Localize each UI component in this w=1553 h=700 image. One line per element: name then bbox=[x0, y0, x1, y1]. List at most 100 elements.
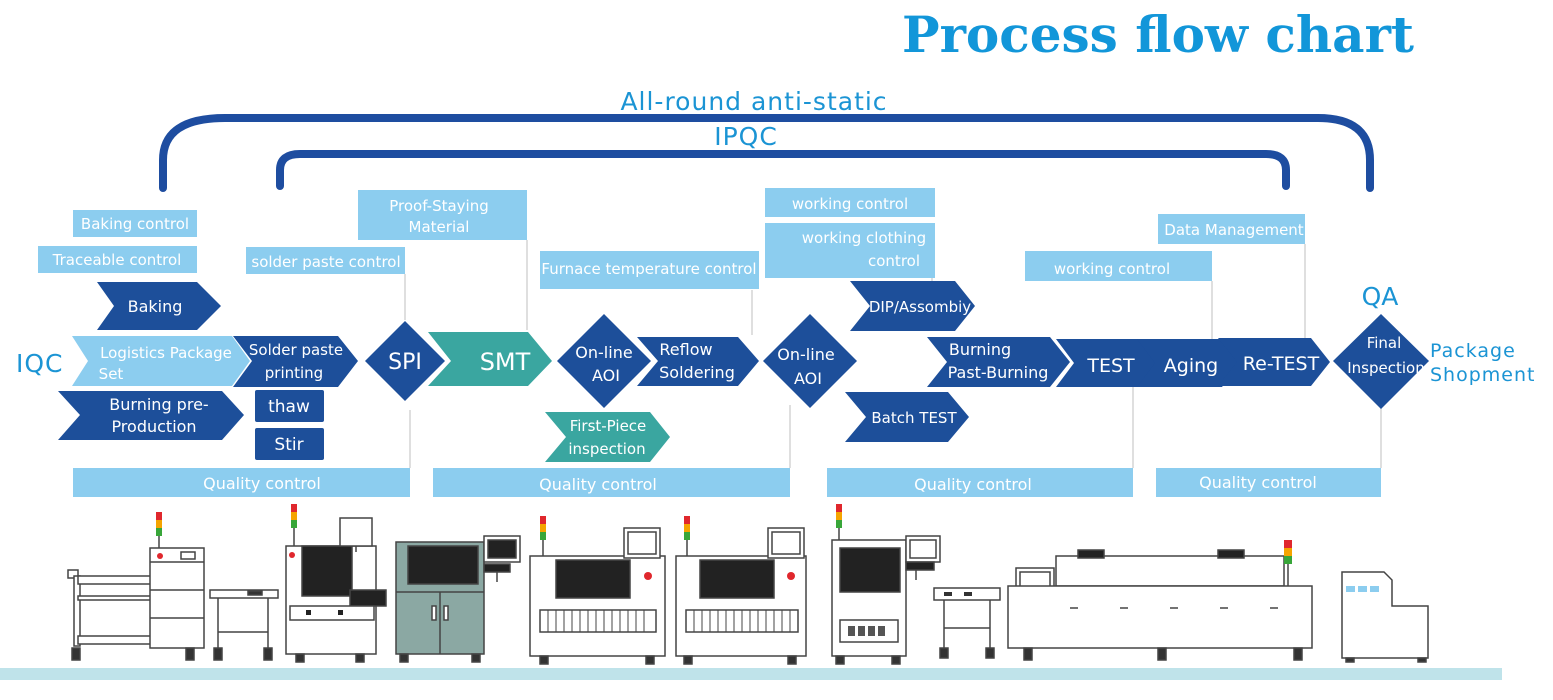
svg-text:AOI: AOI bbox=[794, 369, 822, 388]
iqc-label: IQC bbox=[16, 349, 64, 378]
svg-text:Soldering: Soldering bbox=[659, 363, 735, 382]
floor-line bbox=[0, 668, 1502, 680]
unloader-machine-icon bbox=[1341, 571, 1429, 663]
svg-text:Furnace temperature control: Furnace temperature control bbox=[541, 260, 756, 278]
working-control-box-2: working control bbox=[1025, 251, 1212, 281]
step-stir: Stir bbox=[255, 428, 324, 460]
placement-machine-1-icon bbox=[529, 516, 666, 665]
svg-text:First-Piece: First-Piece bbox=[570, 417, 647, 435]
svg-text:DIP/Assombiy: DIP/Assombiy bbox=[869, 298, 971, 316]
svg-text:Baking: Baking bbox=[128, 297, 183, 316]
svg-text:Quality control: Quality control bbox=[203, 474, 321, 493]
svg-text:Quality control: Quality control bbox=[1199, 473, 1317, 492]
traceable-control-box: Traceable control bbox=[38, 246, 197, 273]
svg-text:printing: printing bbox=[265, 364, 323, 382]
svg-text:TEST: TEST bbox=[1086, 355, 1135, 377]
ipqc-label: IPQC bbox=[714, 122, 778, 151]
conveyor-icon bbox=[933, 587, 1001, 659]
svg-text:Logistics Package: Logistics Package bbox=[100, 344, 232, 362]
step-burning-past-burning: Burning Past-Burning bbox=[927, 337, 1070, 387]
step-retest: Re-TEST bbox=[1218, 338, 1330, 386]
svg-text:solder paste control: solder paste control bbox=[251, 253, 400, 271]
svg-text:SPI: SPI bbox=[388, 350, 422, 375]
ipqc-bracket: IPQC bbox=[276, 122, 1290, 190]
shopment-label: Shopment bbox=[1430, 364, 1535, 386]
working-clothing-control-box: working clothing control bbox=[765, 223, 935, 278]
step-reflow-soldering: Reflow Soldering bbox=[637, 337, 759, 386]
step-test: TEST bbox=[1056, 339, 1159, 387]
control-labels: Baking control Traceable control Proof-S… bbox=[38, 188, 1305, 289]
quality-control-bar-3: Quality control bbox=[827, 468, 1133, 497]
svg-text:Burning: Burning bbox=[949, 340, 1011, 359]
spi-machine-icon bbox=[395, 535, 521, 663]
svg-text:Quality control: Quality control bbox=[914, 475, 1032, 494]
svg-text:Batch TEST: Batch TEST bbox=[871, 409, 957, 427]
furnace-control-box: Furnace temperature control bbox=[540, 251, 759, 289]
svg-text:control: control bbox=[868, 252, 920, 270]
svg-text:SMT: SMT bbox=[480, 348, 531, 376]
step-baking: Baking bbox=[97, 282, 221, 330]
svg-text:Inspection: Inspection bbox=[1347, 359, 1424, 377]
svg-text:Solder paste: Solder paste bbox=[249, 341, 343, 359]
step-spi: SPI bbox=[365, 321, 445, 401]
aoi-machine-icon bbox=[831, 504, 941, 665]
page-title: Process flow chart bbox=[902, 5, 1414, 64]
svg-text:working control: working control bbox=[792, 195, 908, 213]
qa-label: QA bbox=[1362, 282, 1399, 311]
svg-text:working control: working control bbox=[1054, 260, 1170, 278]
step-solder-paste-printing: Solder paste printing bbox=[233, 336, 358, 387]
step-final-inspection: Final Inspection bbox=[1333, 314, 1429, 409]
svg-text:AOI: AOI bbox=[592, 366, 620, 385]
svg-text:Set: Set bbox=[99, 365, 124, 383]
anti-static-label: All-round anti-static bbox=[620, 87, 887, 116]
step-batch-test: Batch TEST bbox=[845, 392, 969, 442]
svg-text:Burning pre-: Burning pre- bbox=[109, 395, 208, 414]
process-steps: Baking Logistics Package Set Burning pre… bbox=[58, 281, 1429, 462]
svg-text:working clothing: working clothing bbox=[802, 229, 926, 247]
svg-text:Past-Burning: Past-Burning bbox=[948, 363, 1049, 382]
svg-text:Traceable control: Traceable control bbox=[52, 251, 182, 269]
step-smt: SMT bbox=[428, 332, 552, 386]
svg-text:Data Management: Data Management bbox=[1164, 221, 1304, 239]
svg-text:On-line: On-line bbox=[575, 343, 632, 362]
solder-paste-control-box: solder paste control bbox=[246, 247, 405, 274]
step-logistics-package-set: Logistics Package Set bbox=[72, 336, 250, 386]
package-label: Package bbox=[1430, 340, 1516, 362]
working-control-box-1: working control bbox=[765, 188, 935, 217]
connector-lines bbox=[404, 240, 1382, 468]
step-aging: Aging bbox=[1137, 339, 1240, 387]
svg-text:inspection: inspection bbox=[568, 440, 645, 458]
reflow-oven-icon bbox=[1007, 540, 1313, 661]
placement-machine-2-icon bbox=[675, 516, 807, 665]
anti-static-bracket: All-round anti-static bbox=[159, 87, 1374, 192]
baking-control-box: Baking control bbox=[73, 210, 197, 237]
svg-text:Quality control: Quality control bbox=[539, 475, 657, 494]
printer-machine-icon bbox=[285, 504, 387, 663]
svg-text:Final: Final bbox=[1367, 334, 1402, 352]
machine-illustrations bbox=[67, 504, 1429, 665]
svg-text:Baking control: Baking control bbox=[81, 215, 189, 233]
svg-text:Material: Material bbox=[409, 218, 470, 236]
svg-text:thaw: thaw bbox=[268, 397, 310, 417]
svg-text:On-line: On-line bbox=[777, 345, 834, 364]
proof-staying-box: Proof-Staying Material bbox=[358, 190, 527, 240]
step-online-aoi-1: On-line AOI bbox=[557, 314, 651, 408]
quality-control-bar-1: Quality control bbox=[73, 468, 410, 497]
step-thaw: thaw bbox=[255, 390, 324, 422]
quality-control-bar-4: Quality control bbox=[1156, 468, 1381, 497]
svg-text:Re-TEST: Re-TEST bbox=[1243, 353, 1320, 375]
step-online-aoi-2: On-line AOI bbox=[763, 314, 857, 408]
quality-control-bars: Quality control Quality control Quality … bbox=[73, 468, 1381, 497]
quality-control-bar-2: Quality control bbox=[433, 468, 790, 497]
svg-text:Reflow: Reflow bbox=[659, 340, 712, 359]
svg-text:Stir: Stir bbox=[274, 435, 303, 455]
loader-machine-icon bbox=[67, 512, 279, 661]
step-first-piece-inspection: First-Piece inspection bbox=[545, 412, 670, 462]
step-burning-pre-production: Burning pre- Production bbox=[58, 391, 244, 440]
step-dip-assembly: DIP/Assombiy bbox=[850, 281, 975, 331]
svg-text:Production: Production bbox=[111, 417, 196, 436]
data-management-box: Data Management bbox=[1158, 214, 1305, 244]
svg-text:Proof-Staying: Proof-Staying bbox=[389, 197, 489, 215]
svg-text:Aging: Aging bbox=[1164, 355, 1218, 377]
